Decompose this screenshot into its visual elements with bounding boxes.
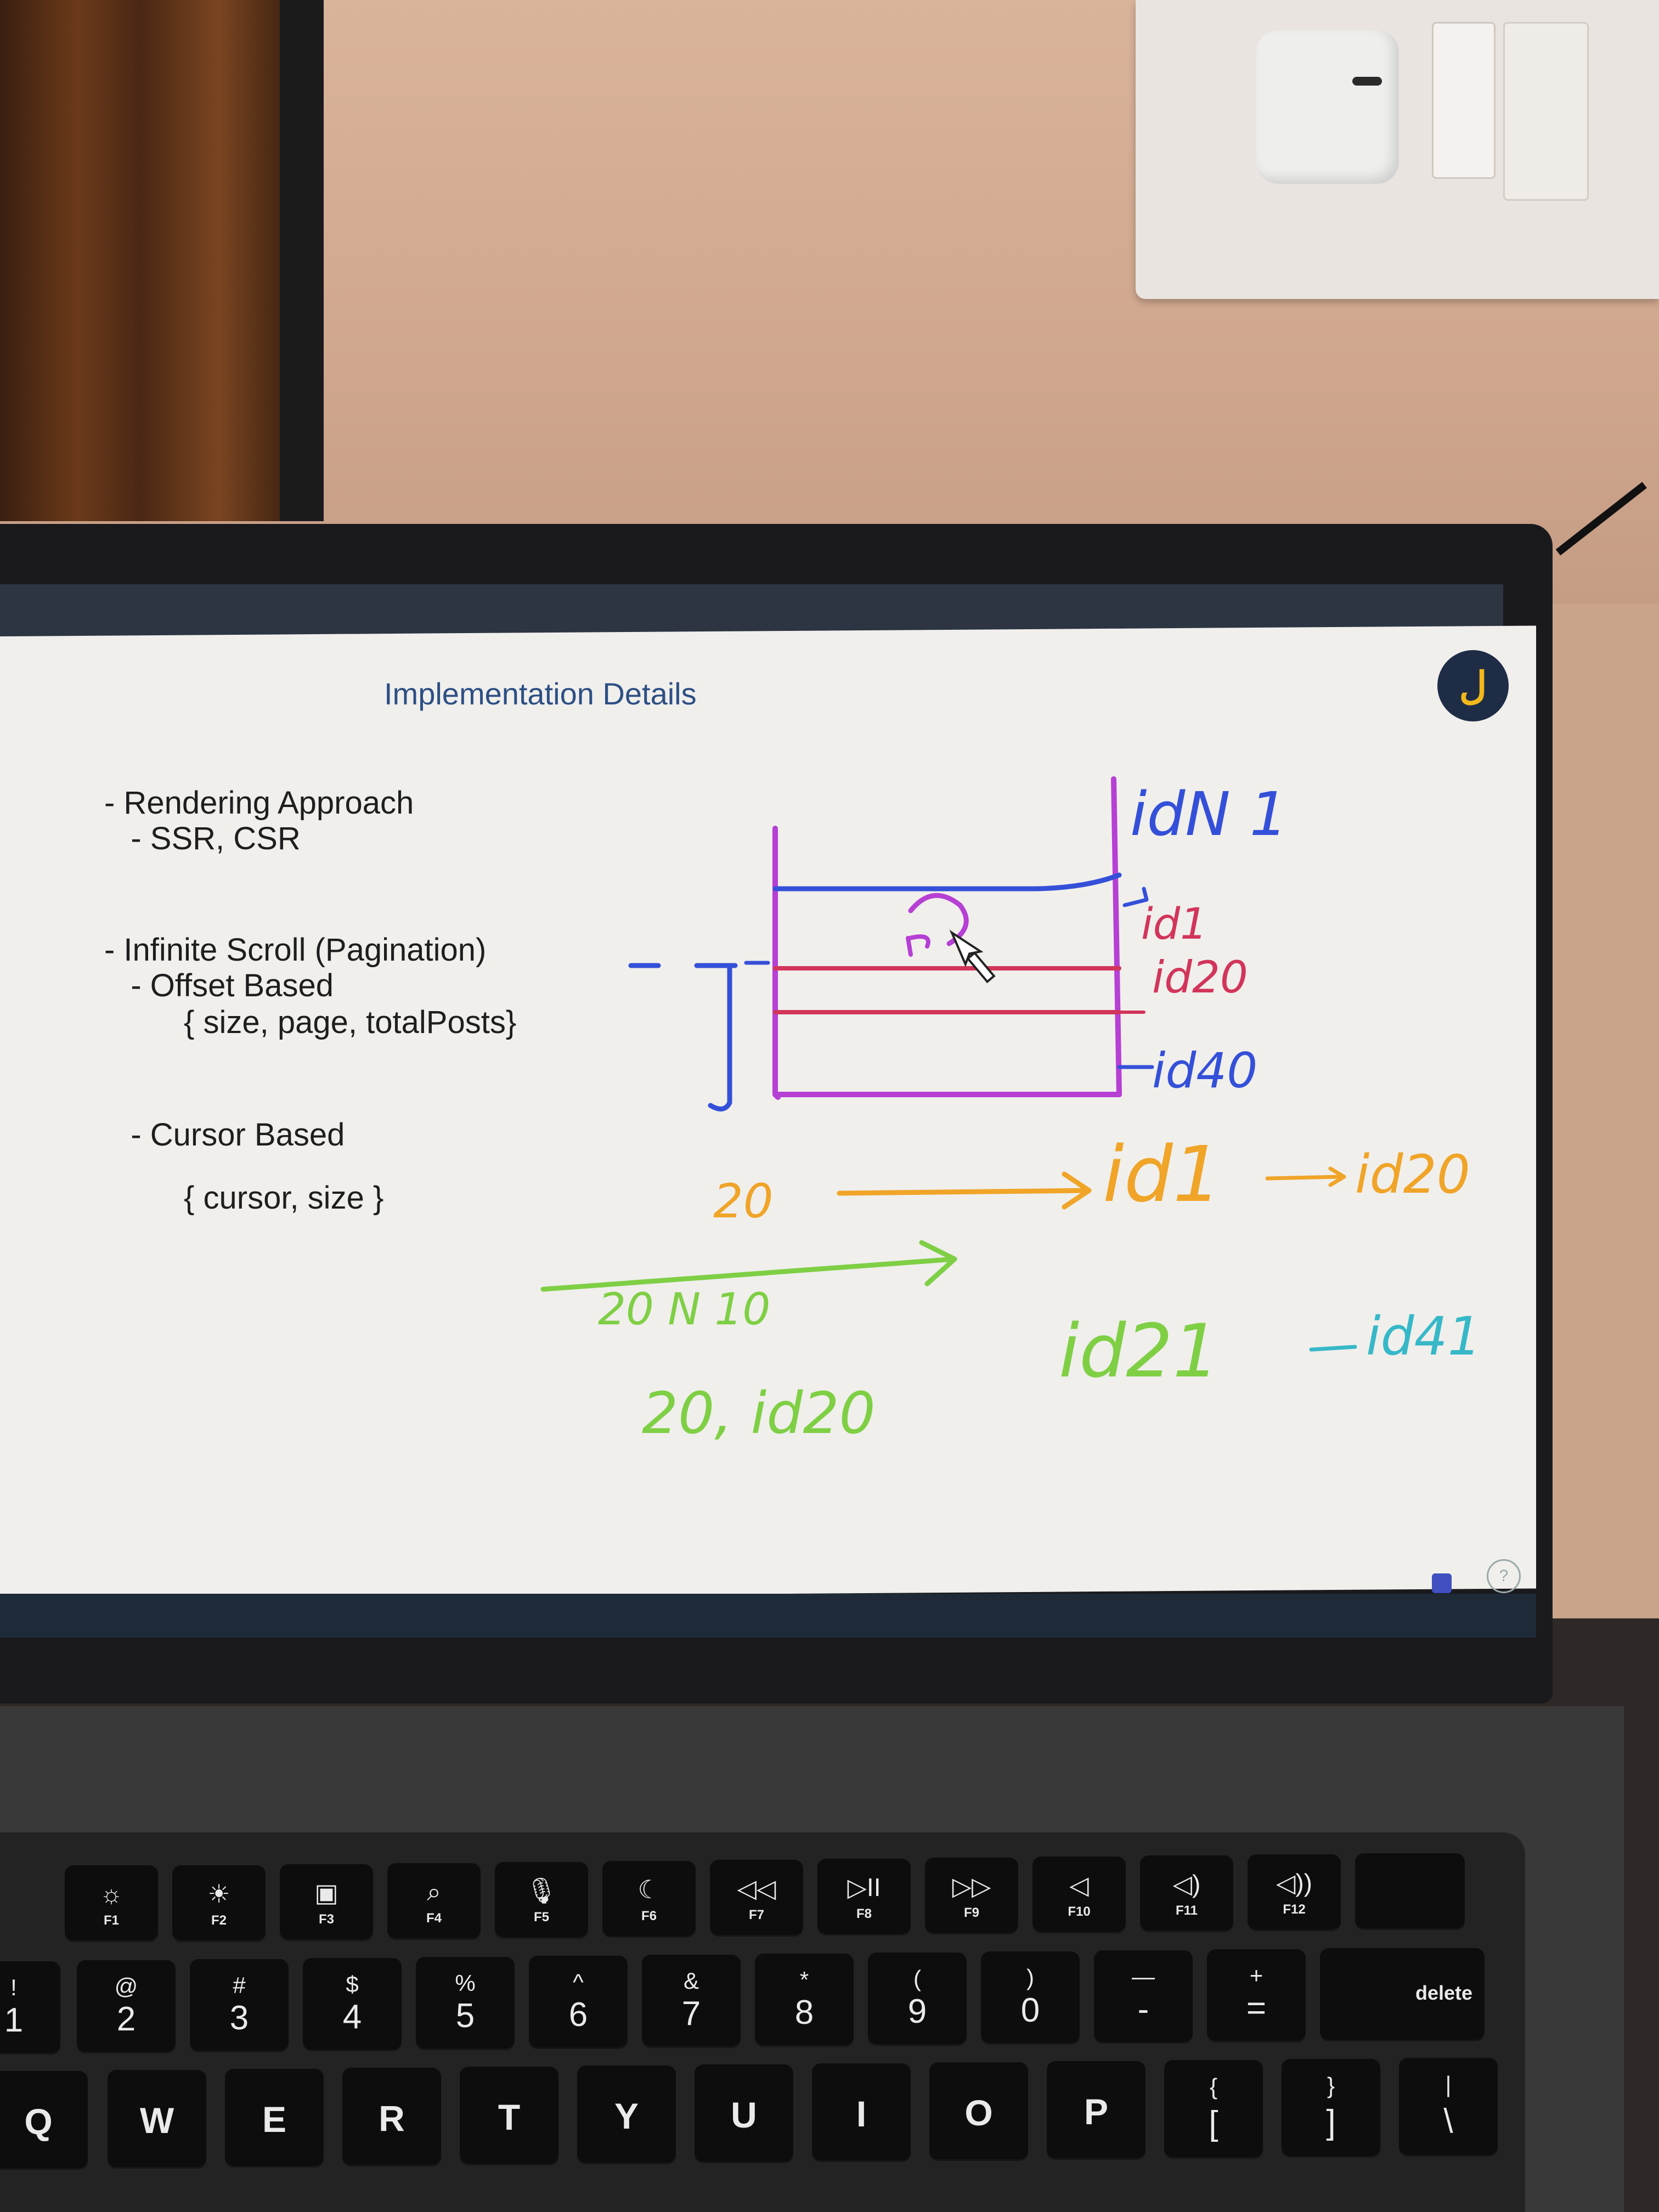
shield-icon[interactable] [1432, 1573, 1452, 1593]
key-left-bracket[interactable]: {[ [1164, 2060, 1263, 2159]
key-backslash[interactable]: |\ [1399, 2058, 1498, 2157]
wall-switch [1503, 22, 1589, 201]
ink-label: id20 [1152, 952, 1248, 1003]
mission-control-icon: ▣ [314, 1878, 338, 1908]
key-equals[interactable]: += [1207, 1949, 1306, 2042]
touch-id-key[interactable] [1355, 1853, 1465, 1930]
key-4[interactable]: $4 [303, 1958, 402, 2051]
ink-label: 20 N 10 [598, 1284, 771, 1335]
key-right-bracket[interactable]: }] [1282, 2059, 1380, 2158]
ink-label: id20 [1355, 1144, 1470, 1205]
key-f3[interactable]: ▣F3 [280, 1864, 373, 1941]
key-e[interactable]: E [225, 2069, 324, 2168]
key-f11[interactable]: ◁)F11 [1140, 1855, 1233, 1932]
monitor-bezel [280, 0, 324, 521]
outline-item: - Infinite Scroll (Pagination) [104, 932, 487, 968]
key-1[interactable]: !1 [0, 1961, 60, 2055]
usb-c-port [1352, 77, 1382, 86]
ink-label: id1 [1103, 1130, 1222, 1220]
help-icon[interactable]: ? [1487, 1559, 1521, 1593]
outline-item: - Cursor Based [104, 1117, 345, 1153]
usb-c-charger [1256, 30, 1399, 184]
ink-drawing [540, 776, 1357, 1352]
key-o[interactable]: O [929, 2062, 1028, 2161]
ink-label: id21 [1059, 1308, 1220, 1394]
outline-item: - Offset Based [104, 968, 334, 1003]
brightness-down-icon: ☼ [99, 1880, 123, 1909]
ink-label: 20, id20 [642, 1380, 876, 1447]
key-q[interactable]: Q [0, 2071, 88, 2170]
outline-item: - Rendering Approach [104, 785, 414, 821]
key-3[interactable]: #3 [190, 1959, 289, 2052]
key-f4[interactable]: ⌕F4 [387, 1863, 481, 1940]
key-f9[interactable]: ▷▷F9 [925, 1858, 1018, 1934]
key-9[interactable]: (9 [868, 1953, 967, 2046]
presenter-avatar[interactable]: ل [1437, 650, 1509, 721]
key-y[interactable]: Y [577, 2066, 676, 2164]
ink-label: id40 [1152, 1042, 1258, 1099]
key-5[interactable]: %5 [416, 1957, 515, 2050]
tree-wallpaper-monitor [0, 0, 313, 521]
key-7[interactable]: &7 [642, 1955, 741, 2048]
outline-item: { cursor, size } [104, 1180, 384, 1216]
ink-label: idN 1 [1130, 779, 1288, 849]
key-f1[interactable]: ☼F1 [65, 1865, 158, 1942]
wall-switch [1432, 22, 1496, 179]
key-t[interactable]: T [460, 2067, 558, 2165]
do-not-disturb-icon: ☾ [637, 1875, 661, 1904]
slide-title: Implementation Details [384, 676, 697, 711]
key-f2[interactable]: ☀F2 [172, 1865, 266, 1942]
play-pause-icon: ▷II [847, 1873, 881, 1902]
search-icon: ⌕ [427, 1877, 441, 1906]
key-p[interactable]: P [1047, 2061, 1146, 2160]
key-f12[interactable]: ◁))F12 [1248, 1854, 1341, 1931]
key-f5[interactable]: 🎙F5 [495, 1862, 588, 1939]
key-0[interactable]: )0 [981, 1951, 1080, 2045]
screen-bottom-bar [0, 1594, 1536, 1638]
volume-up-icon: ◁)) [1276, 1869, 1312, 1898]
ink-label: 20 [713, 1174, 774, 1229]
mute-icon: ◁ [1069, 1871, 1089, 1900]
key-u[interactable]: U [695, 2064, 793, 2163]
key-f10[interactable]: ◁F10 [1032, 1857, 1126, 1933]
microphone-icon: 🎙 [525, 1876, 558, 1905]
key-6[interactable]: ^6 [529, 1956, 628, 2049]
key-r[interactable]: R [342, 2068, 441, 2166]
rewind-icon: ◁◁ [737, 1874, 776, 1903]
volume-down-icon: ◁) [1172, 1870, 1201, 1899]
key-f6[interactable]: ☾F6 [602, 1861, 696, 1938]
outline-item: { size, page, totalPosts} [104, 1005, 517, 1040]
key-i[interactable]: I [812, 2063, 911, 2162]
key-8[interactable]: *8 [755, 1954, 854, 2047]
fast-forward-icon: ▷▷ [952, 1872, 991, 1901]
delete-key[interactable]: delete [1320, 1948, 1485, 2041]
ink-label: id41 [1366, 1306, 1481, 1367]
key-w[interactable]: W [108, 2070, 206, 2169]
key-2[interactable]: @2 [77, 1960, 176, 2053]
key-f7[interactable]: ◁◁F7 [710, 1860, 803, 1937]
ink-label: id1 [1141, 900, 1207, 949]
outline-item: - SSR, CSR [104, 821, 301, 856]
key-minus[interactable]: —- [1094, 1950, 1193, 2044]
brightness-up-icon: ☀ [207, 1880, 230, 1909]
